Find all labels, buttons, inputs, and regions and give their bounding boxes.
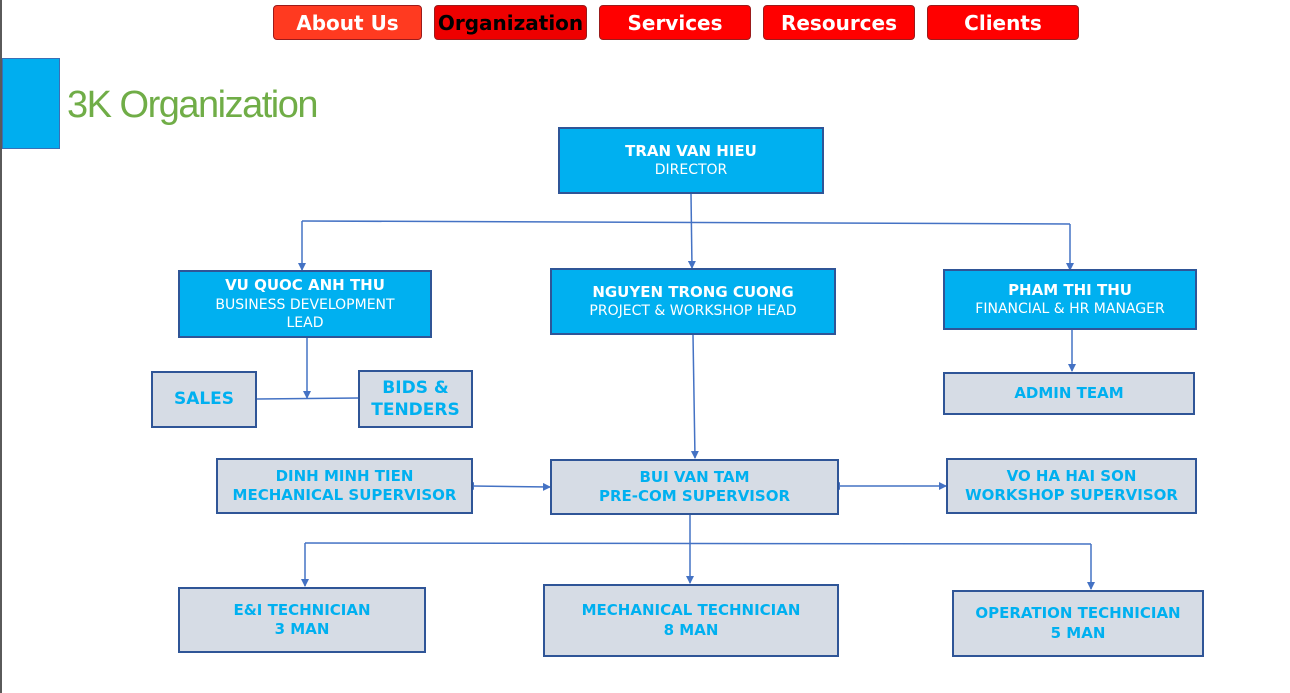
mech-technician-line1: MECHANICAL TECHNICIAN (581, 601, 801, 619)
director-name: TRAN VAN HIEU (625, 141, 757, 160)
workshop-supervisor-line2: WORKSHOP SUPERVISOR (965, 486, 1178, 504)
nav-resources[interactable]: Resources (763, 5, 915, 40)
mech-supervisor-line1: DINH MINH TIEN (275, 466, 414, 485)
bd-lead-role-line1: BUSINESS DEVELOPMENT (215, 296, 395, 313)
nav-about-us[interactable]: About Us (273, 5, 422, 40)
op-technician-line1: OPERATION TECHNICIAN (975, 604, 1181, 622)
precom-supervisor-box: BUI VAN TAM PRE-COM SUPERVISOR (550, 459, 839, 515)
precom-supervisor-line2: PRE-COM SUPERVISOR (599, 487, 790, 505)
admin-team-box: ADMIN TEAM (943, 372, 1195, 415)
mech-supervisor-line2: MECHANICAL SUPERVISOR (232, 486, 457, 504)
workshop-supervisor-line1: VO HA HAI SON (1006, 466, 1137, 485)
bids-label-line2: TENDERS (371, 400, 460, 420)
nav-organization[interactable]: Organization (434, 5, 587, 40)
mech-technician-line2: 8 MAN (663, 620, 719, 639)
page-title: 3K Organization (67, 84, 319, 126)
op-technician-line2: 5 MAN (1050, 623, 1106, 642)
director-role: DIRECTOR (654, 162, 728, 179)
bd-lead-name: VU QUOC ANH THU (225, 276, 385, 295)
finance-hr-name: PHAM THI THU (1008, 280, 1132, 299)
page-left-border (0, 0, 2, 693)
sales-label: SALES (173, 389, 235, 410)
project-head-box: NGUYEN TRONG CUONG PROJECT & WORKSHOP HE… (550, 268, 836, 335)
director-box: TRAN VAN HIEU DIRECTOR (558, 127, 824, 194)
workshop-supervisor-box: VO HA HAI SON WORKSHOP SUPERVISOR (946, 458, 1197, 514)
title-accent-bar (2, 58, 60, 149)
bd-lead-role-line2: LEAD (286, 314, 324, 331)
project-head-name: NGUYEN TRONG CUONG (592, 282, 794, 301)
ei-technician-line1: E&I TECHNICIAN (233, 600, 371, 619)
op-technician-box: OPERATION TECHNICIAN 5 MAN (952, 590, 1204, 657)
bids-label-line1: BIDS & (382, 377, 449, 398)
finance-hr-box: PHAM THI THU FINANCIAL & HR MANAGER (943, 269, 1197, 330)
admin-team-label: ADMIN TEAM (1014, 383, 1124, 402)
bids-tenders-box: BIDS & TENDERS (358, 370, 473, 428)
finance-hr-role: FINANCIAL & HR MANAGER (975, 301, 1165, 318)
ei-technician-box: E&I TECHNICIAN 3 MAN (178, 587, 426, 653)
precom-supervisor-line1: BUI VAN TAM (639, 467, 750, 486)
mech-supervisor-box: DINH MINH TIEN MECHANICAL SUPERVISOR (216, 458, 473, 514)
nav-clients[interactable]: Clients (927, 5, 1079, 40)
ei-technician-line2: 3 MAN (274, 620, 330, 638)
project-head-role: PROJECT & WORKSHOP HEAD (589, 303, 797, 320)
sales-box: SALES (151, 371, 257, 428)
nav-services[interactable]: Services (599, 5, 751, 40)
bd-lead-box: VU QUOC ANH THU BUSINESS DEVELOPMENT LEA… (178, 270, 432, 338)
mech-technician-box: MECHANICAL TECHNICIAN 8 MAN (543, 584, 839, 657)
